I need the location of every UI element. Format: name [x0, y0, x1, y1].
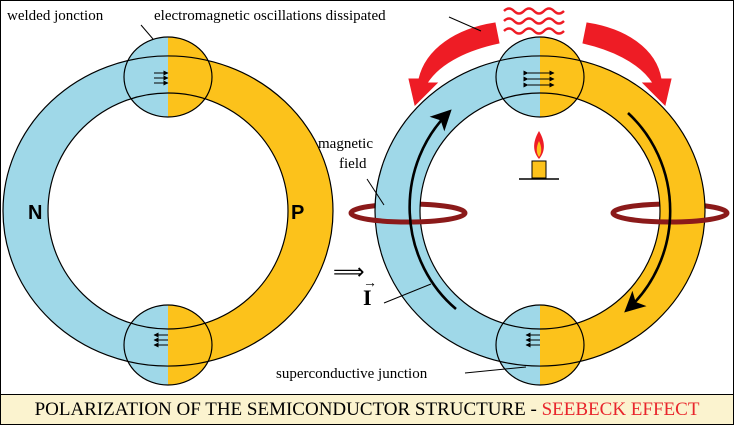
label-p: P: [291, 202, 305, 224]
footer-banner: POLARIZATION OF THE SEMICONDUCTOR STRUCT…: [1, 394, 733, 424]
current-arrow-right: [624, 112, 672, 313]
junction-arrows-right-bottom: [525, 332, 540, 348]
label-n: N: [28, 202, 43, 224]
label-current-vector: → I: [363, 276, 377, 310]
junction-arrows-right-top: [523, 70, 555, 88]
oscillation-arrow-right: [582, 22, 672, 106]
leader-welded: [140, 24, 154, 40]
implies-arrow: ⟹: [333, 259, 365, 284]
leader-superconductive: [464, 366, 527, 374]
label-oscillations: electromagnetic oscillations dissipated: [154, 8, 386, 24]
junction-arrows-left-top: [154, 70, 169, 86]
label-welded-junction: welded jonction: [7, 8, 104, 24]
leader-current: [383, 283, 432, 304]
magnetic-ring-left-front: [348, 212, 468, 225]
leader-field: [366, 178, 385, 206]
leader-oscillations: [448, 16, 482, 32]
vector-arrow-icon: →: [363, 276, 377, 291]
current-arrow-left: [408, 109, 457, 310]
footer-title: POLARIZATION OF THE SEMICONDUCTOR STRUCT…: [34, 399, 542, 420]
junction-arrows-left-bottom: [153, 332, 168, 348]
left-thermocouple: [3, 37, 333, 385]
wave-lines-icon: [503, 7, 565, 35]
label-magnetic: magnetic: [318, 136, 373, 152]
label-field: field: [339, 156, 367, 172]
label-superconductive: superconductive junction: [276, 366, 428, 382]
candle-icon: [519, 131, 559, 180]
footer-accent: SEEBECK EFFECT: [541, 399, 700, 420]
oscillation-arrow-left: [408, 22, 500, 106]
